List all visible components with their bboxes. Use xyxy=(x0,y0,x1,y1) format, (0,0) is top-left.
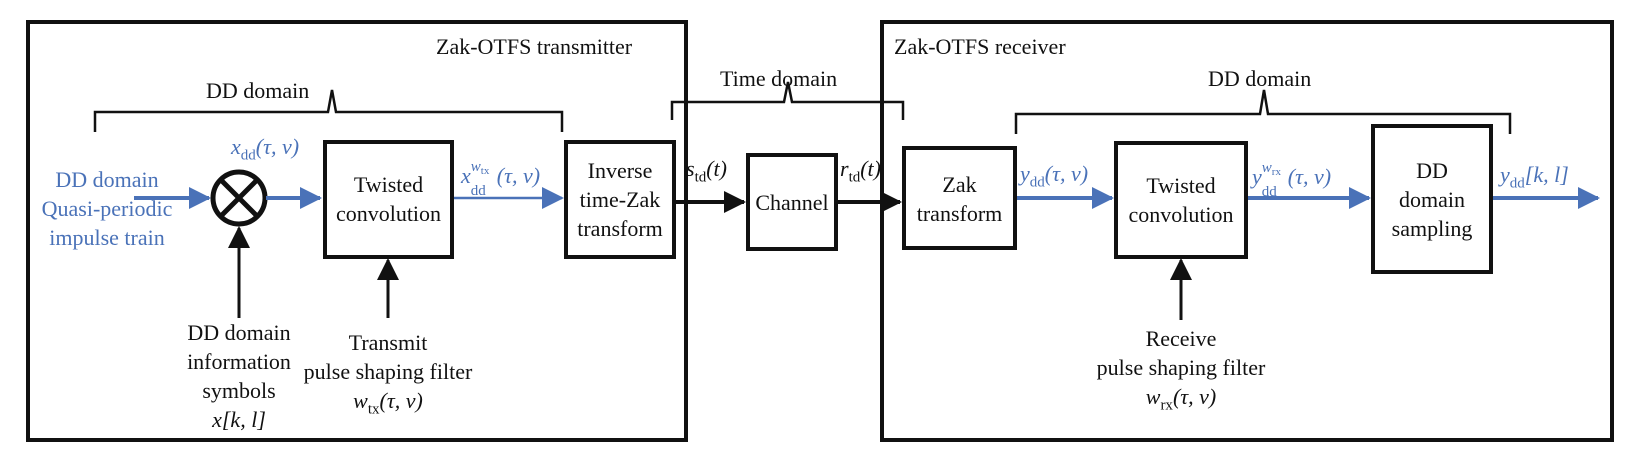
sampling-line-2: domain xyxy=(1399,187,1465,212)
y-dd-symbol: y xyxy=(1020,161,1030,186)
y-kl-symbol: y xyxy=(1500,162,1510,187)
izak-line-1: Inverse xyxy=(587,158,653,183)
tx-twisted-convolution-text: Twisted convolution xyxy=(325,170,452,228)
zak-transform-text: Zak transform xyxy=(904,170,1015,228)
y-dd-label: ydd(τ, ν) xyxy=(1020,161,1089,190)
w-rx-sub: rx xyxy=(1160,397,1173,414)
tx-conv-line-2: convolution xyxy=(335,201,442,226)
time-domain-brace xyxy=(670,81,905,120)
w-rx-args: (τ, ν) xyxy=(1172,384,1217,409)
x-tx-sup-sub: tx xyxy=(480,165,490,177)
r-args: (t) xyxy=(860,156,881,181)
transmit-filter-label: Transmit pulse shaping filter wtx(τ, ν) xyxy=(293,328,483,418)
sampling-line-1: DD xyxy=(1416,158,1448,183)
x-dd-sub: dd xyxy=(240,147,256,164)
x-dd-args: (τ, ν) xyxy=(255,134,300,159)
rx-twisted-convolution-block xyxy=(1114,141,1248,259)
x-tx-args: (τ, ν) xyxy=(496,163,541,188)
inverse-time-zak-block xyxy=(564,140,676,259)
info-line-3: symbols xyxy=(202,378,276,403)
x-tx-sup: w xyxy=(470,159,481,175)
izak-line-3: transform xyxy=(577,216,663,241)
info-line-2: information xyxy=(187,349,291,374)
tx-twisted-convolution-block xyxy=(323,140,454,259)
w-tx-symbol: w xyxy=(353,388,368,413)
receiver-frame xyxy=(880,20,1614,442)
tx-dd-brace xyxy=(93,89,564,132)
multiplier-symbol xyxy=(210,169,268,227)
w-tx-label: wtx(τ, ν) xyxy=(293,386,483,418)
sampling-line-3: sampling xyxy=(1391,216,1473,241)
y-rx-sup-sub: rx xyxy=(1271,166,1281,178)
y-rx-args: (τ, ν) xyxy=(1287,164,1332,189)
input-line-3: impulse train xyxy=(49,225,165,250)
channel-block xyxy=(746,153,838,251)
receive-filter-label: Receive pulse shaping filter wrx(τ, ν) xyxy=(1086,324,1276,414)
receiver-title: Zak-OTFS receiver xyxy=(894,34,1066,59)
inverse-time-zak-text: Inverse time-Zak transform xyxy=(566,156,674,243)
time-domain-label: Time domain xyxy=(720,66,838,91)
dd-sampling-block xyxy=(1371,124,1493,274)
y-dd-sub: dd xyxy=(1029,174,1045,191)
w-rx-label: wrx(τ, ν) xyxy=(1086,382,1276,414)
r-sub: td xyxy=(848,169,861,186)
y-rx-sub: dd xyxy=(1261,184,1277,200)
x-kl-label: x[k, l] xyxy=(212,407,266,432)
dd-sampling-text: DD domain sampling xyxy=(1373,156,1491,243)
rx-twisted-convolution-text: Twisted convolution xyxy=(1116,171,1246,229)
zak-transform-block xyxy=(902,146,1017,250)
input-line-1: DD domain xyxy=(55,167,159,192)
y-rx-sup: w xyxy=(1261,160,1272,176)
s-sub: td xyxy=(694,169,707,186)
rx-conv-line-2: convolution xyxy=(1128,202,1234,227)
x-tx-symbol: x xyxy=(461,163,471,188)
tx-conv-line-1: Twisted xyxy=(353,172,424,197)
s-symbol: s xyxy=(686,156,695,181)
input-line-2: Quasi-periodic xyxy=(41,196,173,221)
info-symbols-label: DD domain information symbols x[k, l] xyxy=(163,318,315,434)
s-args: (t) xyxy=(706,156,727,181)
y-kl-args: [k, l] xyxy=(1524,162,1569,187)
channel-text: Channel xyxy=(755,190,829,215)
y-dd-args: (τ, ν) xyxy=(1044,161,1089,186)
rx-filter-line-2: pulse shaping filter xyxy=(1096,355,1266,380)
y-kl-sub: dd xyxy=(1509,175,1525,192)
rx-filter-line-1: Receive xyxy=(1145,326,1217,351)
input-impulse-train-label: DD domain Quasi-periodic impulse train xyxy=(32,165,182,252)
w-tx-sub: tx xyxy=(367,401,380,418)
y-rx-symbol: y xyxy=(1252,164,1262,189)
r-symbol: r xyxy=(840,156,849,181)
rx-dd-brace xyxy=(1014,89,1512,134)
rx-conv-line-1: Twisted xyxy=(1146,173,1216,198)
tx-filter-line-1: Transmit xyxy=(348,330,428,355)
w-tx-args: (τ, ν) xyxy=(379,388,423,413)
transmitter-frame xyxy=(26,20,688,442)
y-dd-kl-label: ydd[k, l] xyxy=(1500,162,1569,191)
info-line-1: DD domain xyxy=(187,320,291,345)
tx-dd-domain-label: DD domain xyxy=(206,78,310,103)
x-tx-sub: dd xyxy=(470,183,486,199)
rx-dd-domain-label: DD domain xyxy=(1208,66,1312,91)
r-td-label: rtd(t) xyxy=(840,156,881,185)
zak-line-1: Zak xyxy=(942,172,977,197)
zak-line-2: transform xyxy=(916,201,1003,226)
w-rx-symbol: w xyxy=(1145,384,1161,409)
x-dd-label: xdd(τ, ν) xyxy=(231,134,300,163)
s-td-label: std(t) xyxy=(686,156,727,185)
transmitter-title: Zak-OTFS transmitter xyxy=(436,34,633,59)
izak-line-2: time-Zak xyxy=(579,187,661,212)
x-dd-symbol: x xyxy=(231,134,241,159)
tx-filter-line-2: pulse shaping filter xyxy=(303,359,473,384)
